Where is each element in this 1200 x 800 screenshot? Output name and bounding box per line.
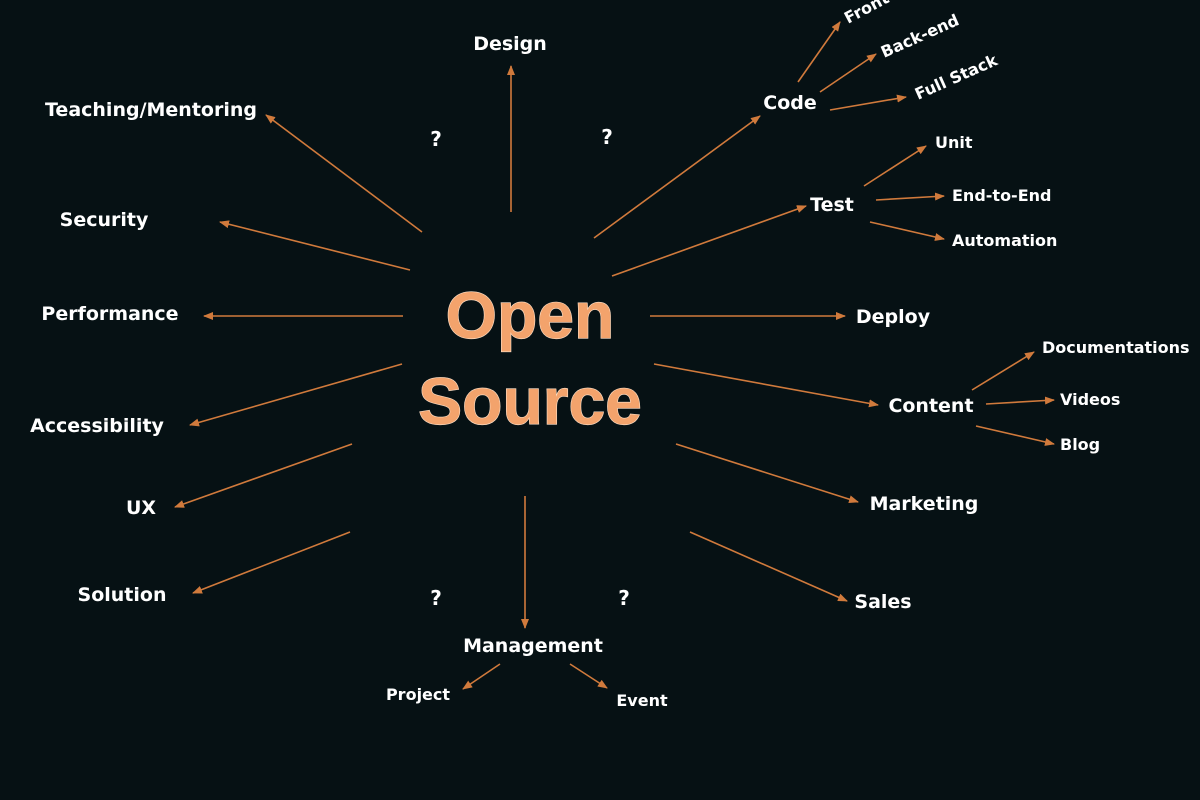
arrow-to-test: [611, 205, 807, 277]
arrow-content-videos: [985, 396, 1055, 405]
node-teaching-mentoring: Teaching/Mentoring: [45, 99, 257, 121]
arrow-to-marketing: [675, 443, 859, 504]
node-videos: Videos: [1060, 390, 1120, 409]
arrow-code-fullstack: [829, 94, 907, 111]
branch-labels: Design Teaching/Mentoring Security Perfo…: [30, 33, 978, 657]
arrow-to-security: [219, 220, 411, 271]
node-end-to-end: End-to-End: [952, 186, 1051, 205]
node-sales: Sales: [854, 591, 911, 613]
arrow-management-event: [569, 663, 608, 689]
question-mark: ?: [601, 125, 613, 149]
node-full-stack: Full Stack: [912, 50, 1001, 103]
node-unit: Unit: [935, 133, 973, 152]
arrow-content-blog: [975, 425, 1055, 446]
branch-arrows: [174, 65, 879, 629]
arrow-to-content: [653, 363, 879, 408]
node-ux: UX: [126, 497, 156, 519]
node-marketing: Marketing: [870, 493, 979, 515]
question-marks: ? ? ? ?: [430, 125, 630, 610]
node-design: Design: [473, 33, 547, 55]
node-front-end: Front-end: [841, 0, 928, 28]
arrow-test-unit: [863, 145, 927, 187]
arrow-to-solution: [192, 531, 351, 594]
question-mark: ?: [618, 586, 630, 610]
node-management: Management: [463, 635, 603, 657]
node-accessibility: Accessibility: [30, 415, 164, 437]
arrow-to-accessibility: [189, 363, 403, 427]
node-performance: Performance: [41, 303, 178, 325]
question-mark: ?: [430, 127, 442, 151]
node-project: Project: [386, 685, 450, 704]
arrow-to-code: [593, 115, 761, 239]
sub-arrows: [462, 21, 1055, 690]
arrow-to-ux: [174, 443, 353, 508]
arrow-content-docs: [971, 351, 1035, 391]
node-content: Content: [888, 395, 973, 417]
node-security: Security: [60, 209, 149, 231]
center-title-line-1: Open: [446, 278, 615, 352]
arrow-code-backend: [819, 53, 877, 93]
arrow-management-project: [462, 663, 501, 690]
node-event: Event: [616, 691, 668, 710]
node-documentations: Documentations: [1042, 338, 1190, 357]
arrow-to-sales: [689, 531, 848, 602]
center-title-line-2: Source: [418, 364, 642, 438]
question-mark: ?: [430, 586, 442, 610]
node-code: Code: [763, 92, 816, 114]
arrow-test-automation: [869, 221, 945, 241]
node-blog: Blog: [1060, 435, 1100, 454]
node-solution: Solution: [78, 584, 167, 606]
arrow-to-teaching: [265, 114, 423, 233]
arrow-test-e2e: [875, 192, 945, 201]
node-automation: Automation: [952, 231, 1057, 250]
node-test: Test: [810, 194, 854, 216]
node-deploy: Deploy: [856, 306, 931, 328]
node-back-end: Back-end: [878, 10, 962, 61]
arrow-code-frontend: [797, 21, 841, 83]
